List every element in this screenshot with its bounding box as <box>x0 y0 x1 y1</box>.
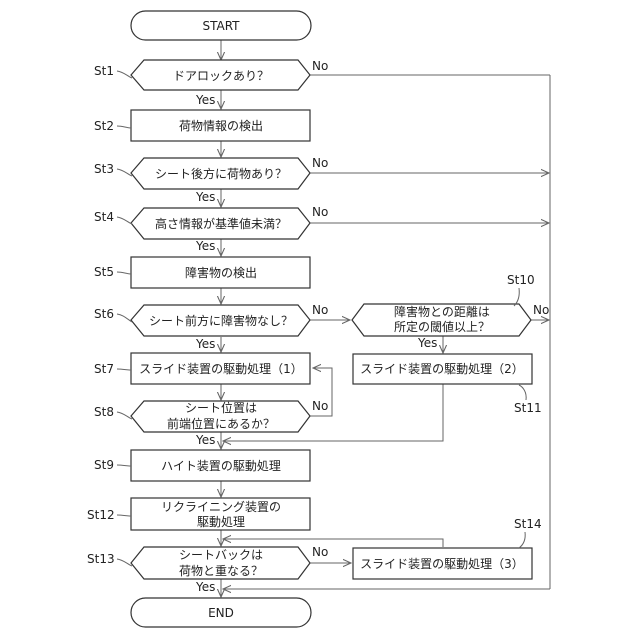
st9-process: ハイト装置の駆動処理 <box>131 450 310 481</box>
leader-st12 <box>117 515 131 516</box>
st2-process: 荷物情報の検出 <box>131 110 310 141</box>
leader-st13 <box>117 559 132 566</box>
start-node: START <box>131 11 311 40</box>
step-label-st5: St5 <box>94 265 114 279</box>
no-label-st8: No <box>312 399 328 413</box>
step-label-st12: St12 <box>87 508 115 522</box>
step-label-st14: St14 <box>514 517 542 531</box>
no-label-st4: No <box>312 205 328 219</box>
st3-decision: シート後方に荷物あり？ <box>131 158 310 189</box>
st14-text: スライド装置の駆動処理（3） <box>360 557 524 571</box>
leader-st8 <box>117 412 132 419</box>
leader-st6 <box>117 314 132 322</box>
st5-text: 障害物の検出 <box>185 265 257 280</box>
st9-text: ハイト装置の駆動処理 <box>161 459 281 473</box>
st10-decision: 障害物との距離は 所定の閾値以上？ <box>352 304 531 336</box>
leader-st3 <box>117 169 132 176</box>
st8-decision: シート位置は 前端位置にあるか？ <box>131 400 310 432</box>
step-label-st10: St10 <box>507 273 535 287</box>
start-text: START <box>202 19 240 33</box>
step-label-st1: St1 <box>94 64 114 78</box>
leader-st5 <box>117 272 131 274</box>
leader-st2 <box>117 126 131 128</box>
arrow-st14-merge <box>223 539 443 547</box>
st8-text-line1: シート位置は <box>185 400 257 415</box>
st11-process: スライド装置の駆動処理（2） <box>353 354 532 384</box>
st6-decision: シート前方に障害物なし？ <box>131 305 310 336</box>
no-label-st1: No <box>312 59 328 73</box>
no-label-st13: No <box>312 545 328 559</box>
st13-text-line1: シートバックは <box>179 548 263 562</box>
leader-st9 <box>117 465 131 466</box>
step-label-st4: St4 <box>94 210 114 224</box>
step-label-st7: St7 <box>94 362 114 376</box>
leader-st4 <box>117 217 132 224</box>
yes-label-st13: Yes <box>195 580 215 594</box>
yes-label-st1: Yes <box>195 93 215 107</box>
step-label-st11: St11 <box>514 401 542 415</box>
st1-decision: ドアロックあり？ <box>131 60 310 90</box>
end-text: END <box>208 606 234 620</box>
step-label-st9: St9 <box>94 458 114 472</box>
st10-text-line1: 障害物との距離は <box>394 304 490 319</box>
yes-label-st3: Yes <box>195 190 215 204</box>
st6-text: シート前方に障害物なし？ <box>149 313 293 328</box>
st10-text-line2: 所定の閾値以上？ <box>394 319 490 334</box>
leader-st10 <box>514 288 519 306</box>
leader-st14 <box>519 532 525 548</box>
leader-st7 <box>117 369 131 370</box>
st7-text: スライド装置の駆動処理（1） <box>139 362 303 376</box>
step-label-st13: St13 <box>87 552 115 566</box>
no-label-st3: No <box>312 156 328 170</box>
step-label-st8: St8 <box>94 405 114 419</box>
yes-label-st8: Yes <box>195 433 215 447</box>
no-label-st6: No <box>312 303 328 317</box>
leader-st11 <box>519 385 526 400</box>
st2-text: 荷物情報の検出 <box>179 119 263 133</box>
st12-process: リクライニング装置の 駆動処理 <box>131 498 310 530</box>
st12-text-line1: リクライニング装置の <box>161 500 281 514</box>
st14-process: スライド装置の駆動処理（3） <box>353 548 532 579</box>
step-label-st2: St2 <box>94 119 114 133</box>
st12-text-line2: 駆動処理 <box>197 515 245 529</box>
yes-label-st4: Yes <box>195 239 215 253</box>
end-node: END <box>131 598 311 627</box>
step-label-st3: St3 <box>94 162 114 176</box>
st4-decision: 高さ情報が基準値未満？ <box>131 208 310 239</box>
yes-label-st6: Yes <box>195 337 215 351</box>
st8-text-line2: 前端位置にあるか？ <box>167 416 275 431</box>
st11-text: スライド装置の駆動処理（2） <box>360 362 524 376</box>
leader-st1 <box>117 71 132 78</box>
st4-text: 高さ情報が基準値未満？ <box>155 216 287 231</box>
step-label-st6: St6 <box>94 307 114 321</box>
st7-process: スライド装置の駆動処理（1） <box>131 353 310 384</box>
st13-text-line2: 荷物と重なる？ <box>179 564 263 578</box>
st13-decision: シートバックは 荷物と重なる？ <box>131 547 310 579</box>
no-label-st10: No <box>533 303 549 317</box>
yes-label-st10: Yes <box>417 336 437 350</box>
st1-text: ドアロックあり？ <box>173 69 269 83</box>
st3-text: シート後方に荷物あり？ <box>155 166 287 181</box>
st5-process: 障害物の検出 <box>131 257 310 288</box>
